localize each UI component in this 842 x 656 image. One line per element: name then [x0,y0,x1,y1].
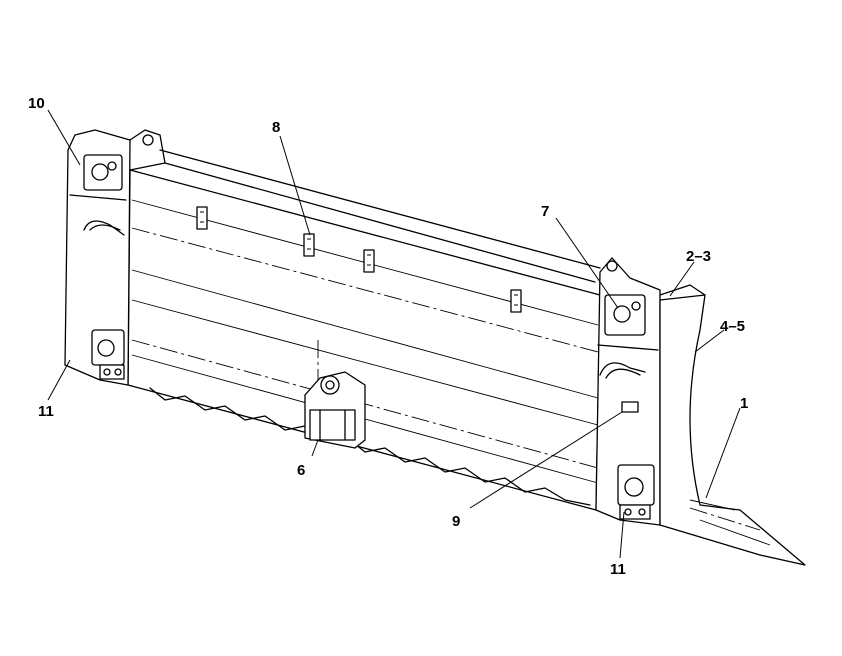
callout-labels: 10 8 7 2–3 4–5 1 9 6 11 11 [28,95,748,578]
bolt-slot [510,289,522,313]
callout-7: 7 [541,203,549,220]
callout-2-3: 2–3 [686,248,711,265]
bolt-slot [363,249,375,273]
bolt-slot [196,206,208,230]
center-trunnion [304,371,366,449]
right-end-plate [595,257,661,526]
leader-lines [47,109,741,559]
callout-9: 9 [452,513,460,530]
callout-6: 6 [297,462,305,479]
callout-8: 8 [272,119,280,136]
callout-11-right: 11 [610,561,626,578]
end-bit-wing [659,284,806,566]
callout-1: 1 [740,395,748,412]
callout-10: 10 [28,95,45,112]
bolt-slot [303,233,315,257]
callout-4-5: 4–5 [720,318,745,335]
moldboard [127,149,601,511]
callout-11-left: 11 [38,403,54,420]
left-end-plate [64,129,166,386]
